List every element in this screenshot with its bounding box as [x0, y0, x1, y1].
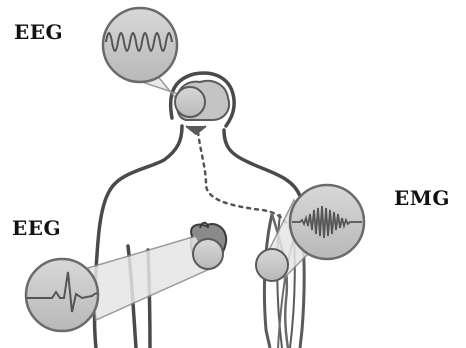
- label-eeg-left: EEG: [12, 216, 61, 240]
- lens-emg: [290, 185, 364, 259]
- lens-eeg-top: [103, 8, 177, 82]
- label-eeg-top: EEG: [14, 20, 63, 44]
- label-emg: EMG: [394, 186, 450, 210]
- source-arm: [256, 249, 288, 281]
- source-heart: [193, 239, 223, 269]
- source-brain: [175, 87, 205, 117]
- nerve-path: [198, 132, 290, 228]
